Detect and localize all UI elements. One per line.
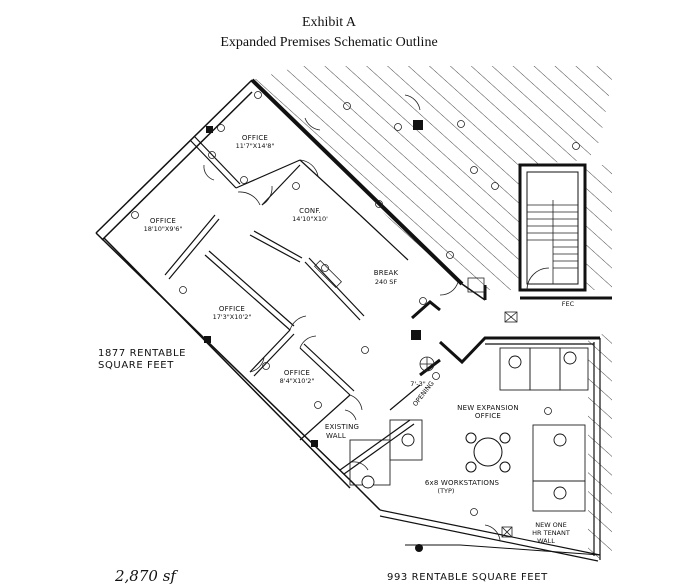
break-fixtures (313, 259, 518, 538)
conf-room-name: CONF. (299, 207, 321, 215)
office-4-name: OFFICE (284, 369, 310, 377)
columns (204, 120, 423, 552)
break-room-area: 240 SF (375, 278, 398, 286)
office-2-dims: 18'10"X9'6" (144, 225, 183, 233)
office-2-name: OFFICE (150, 217, 176, 225)
break-room-name: BREAK (374, 269, 399, 277)
left-area-label-1: 1877 RENTABLE (98, 348, 186, 359)
expansion-office-label-2: OFFICE (475, 412, 501, 420)
conf-room-dims: 14'10"X10' (292, 215, 328, 223)
new-wall-label-1: NEW ONE (535, 521, 567, 529)
workstations-label-1: 6x8 WORKSTATIONS (425, 479, 500, 487)
exhibit-subtitle: Expanded Premises Schematic Outline (220, 35, 437, 50)
existing-wall (339, 384, 421, 475)
office-3-name: OFFICE (219, 305, 245, 313)
bottom-area-label: 993 RENTABLE SQUARE FEET (387, 572, 548, 583)
fec-label: FEC (562, 300, 575, 308)
left-area-label-2: SQUARE FEET (98, 360, 174, 371)
expansion-office-label-1: NEW EXPANSION (457, 404, 519, 412)
handwritten-total-area: 2,870 sf (114, 567, 178, 585)
stair-treads (527, 204, 578, 269)
opening-dimension: 7'-3" (410, 380, 425, 388)
door-swings (203, 94, 501, 541)
new-wall-label-2: HR TENANT (532, 529, 570, 537)
chairs (361, 351, 577, 500)
interior-partitions (164, 135, 409, 441)
existing-wall-label-1: EXISTING (325, 423, 359, 431)
office-1-name: OFFICE (242, 134, 268, 142)
exhibit-title: Exhibit A (302, 15, 357, 30)
office-4-dims: 8'4"X10'2" (280, 377, 315, 385)
office-3-dims: 17'3"X10'2" (213, 313, 252, 321)
round-table (465, 432, 511, 473)
existing-wall-label-2: WALL (326, 432, 346, 440)
new-wall-label-3: WALL (537, 537, 555, 545)
workstations-label-2: (TYP) (438, 487, 455, 495)
outlet-symbols (131, 91, 580, 516)
stair-core (518, 163, 612, 300)
exterior-walls (95, 79, 601, 562)
corridor-walls (411, 300, 601, 560)
office-1-dims: 11'7"X14'8" (236, 142, 275, 150)
